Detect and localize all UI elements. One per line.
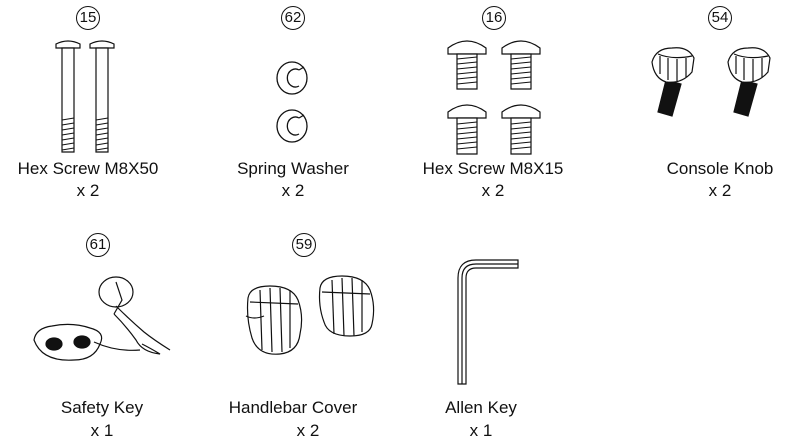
handlebar-cover-icon [240, 276, 380, 356]
part-name: Hex Screw M8X15 [422, 159, 564, 178]
console-knob-icon [650, 40, 790, 120]
part-name: Hex Screw M8X50 [17, 159, 159, 178]
part-name: Console Knob [666, 159, 774, 178]
part-name: Safety Key [60, 398, 144, 417]
part-quantity: x 2 [708, 181, 732, 200]
part-quantity: x 2 [296, 421, 320, 440]
part-name: Allen Key [445, 398, 517, 417]
part-number-badge: 61 [86, 233, 110, 257]
part-quantity: x 1 [469, 421, 493, 440]
long-hex-screw-icon [50, 38, 130, 158]
part-quantity: x 2 [481, 181, 505, 200]
safety-key-icon [30, 270, 180, 370]
short-hex-screw-icon [445, 36, 555, 158]
part-quantity: x 2 [76, 181, 100, 200]
allen-key-icon [450, 256, 530, 392]
part-number-badge: 15 [76, 6, 100, 30]
part-name: Spring Washer [237, 159, 349, 178]
part-name: Handlebar Cover [228, 398, 358, 417]
part-number-badge: 16 [482, 6, 506, 30]
part-quantity: x 2 [281, 181, 305, 200]
part-number-badge: 62 [281, 6, 305, 30]
part-number-badge: 59 [292, 233, 316, 257]
part-number-badge: 54 [708, 6, 732, 30]
spring-washer-icon [268, 54, 318, 154]
part-quantity: x 1 [90, 421, 114, 440]
